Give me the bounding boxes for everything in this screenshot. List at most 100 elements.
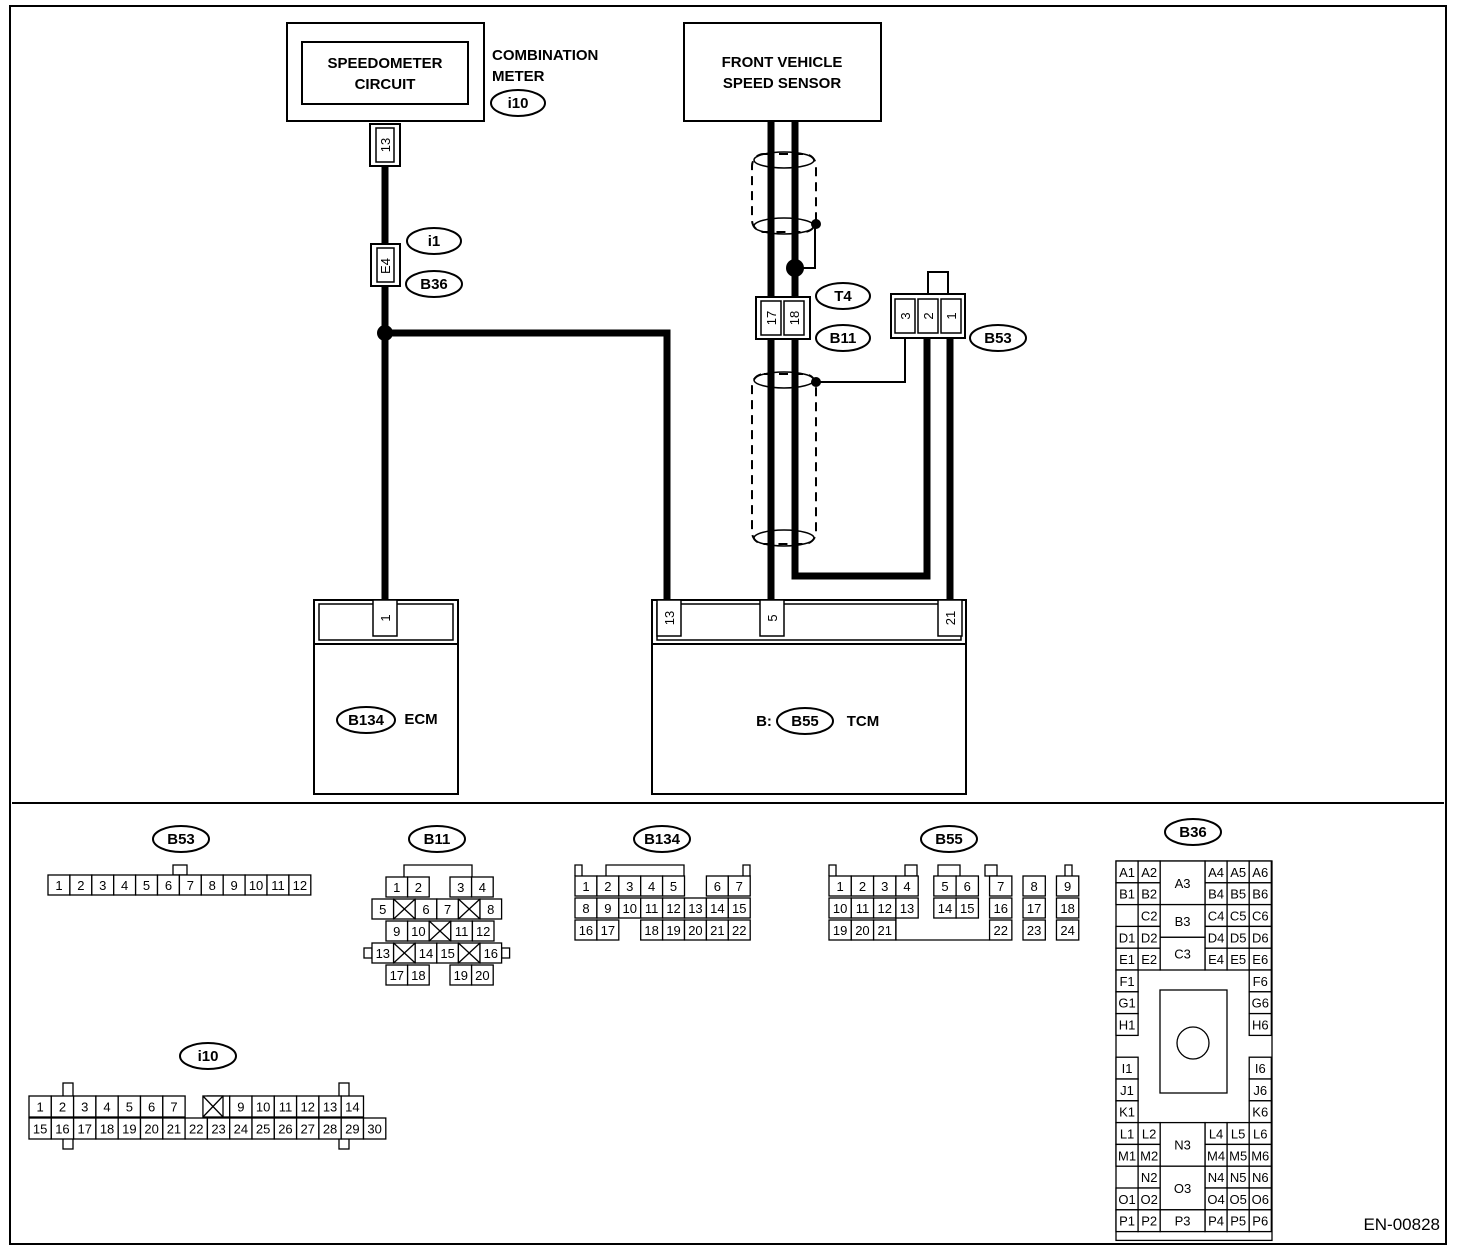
b134-pin-cell: 21 [705,919,729,941]
svg-text:12: 12 [293,878,307,893]
svg-text:15: 15 [440,946,454,961]
b36-pin-cell: M6 [1248,1143,1272,1167]
svg-text:E4: E4 [378,258,393,274]
svg-text:4: 4 [103,1100,110,1115]
connector-tag-i1: i1 [406,227,462,255]
svg-text:6: 6 [165,878,172,893]
b36-pin-cell: P5 [1226,1209,1250,1233]
svg-text:1: 1 [378,614,393,621]
svg-text:29: 29 [345,1122,359,1137]
svg-text:16: 16 [55,1122,69,1137]
b53-pin-cell: 10 [244,874,268,896]
svg-text:L6: L6 [1253,1127,1267,1142]
b36-pin-cell: G6 [1248,991,1272,1015]
i10-pin-cell: 1 [28,1095,52,1118]
connector-tag-b36: B36 [405,270,463,298]
b11-pin-cell: 8 [479,898,503,920]
svg-text:i1: i1 [428,233,441,250]
svg-text:E1: E1 [1119,952,1135,967]
svg-text:8: 8 [487,902,494,917]
svg-text:A6: A6 [1252,865,1268,880]
b134-pin-cell: 3 [618,875,642,897]
i10-pin-cell: 25 [251,1117,275,1140]
b11-pin-cell: 1 [385,876,409,898]
svg-text:D5: D5 [1230,930,1247,945]
svg-text:13: 13 [662,611,677,625]
svg-text:N6: N6 [1252,1170,1269,1185]
svg-text:3: 3 [99,878,106,893]
svg-text:G1: G1 [1118,996,1135,1011]
b55-pin-cell: 11 [850,897,875,919]
b36-pin-cell: L5 [1226,1121,1250,1146]
svg-text:A3: A3 [1175,876,1191,891]
svg-text:10: 10 [249,878,263,893]
b36-pin-cell: B4 [1204,882,1228,906]
svg-text:1: 1 [944,312,959,319]
svg-text:26: 26 [278,1122,292,1137]
b36-pin-cell: L4 [1204,1121,1228,1146]
b55-pin-cell: 8 [1022,875,1046,897]
b36-pin-cell: D1 [1115,925,1139,949]
b11-pin-cell: 18 [406,964,430,986]
svg-text:14: 14 [938,901,952,916]
i10-pin-cell: 11 [273,1095,298,1118]
b36-pin-cell: N2 [1137,1165,1161,1189]
svg-text:O2: O2 [1140,1192,1157,1207]
svg-text:6: 6 [714,879,721,894]
svg-text:L1: L1 [1120,1127,1134,1142]
connector-tag-i10: i10 [490,89,546,117]
b134-pin-cell: 18 [640,919,664,941]
splice-point [786,259,804,277]
speedometer-label-1: SPEEDOMETER [327,55,442,72]
svg-text:20: 20 [855,923,869,938]
svg-text:17: 17 [601,923,615,938]
svg-text:B5: B5 [1230,887,1246,902]
b36-pin-cell: A1 [1115,860,1139,884]
b11-pin-cell: 20 [470,964,494,986]
b36-pin-cell: P6 [1248,1209,1272,1233]
svg-text:17: 17 [1027,901,1041,916]
svg-text:J6: J6 [1253,1083,1267,1098]
b36-pin-cell: M5 [1226,1143,1250,1167]
i10-pin-cell: 26 [273,1117,298,1140]
svg-text:13: 13 [376,946,390,961]
svg-text:H1: H1 [1119,1018,1136,1033]
svg-text:9: 9 [604,901,611,916]
svg-text:i10: i10 [198,1048,219,1065]
b11-pin-cell: 7 [436,898,460,920]
b36-pin-cell: L2 [1137,1121,1161,1146]
svg-text:2: 2 [604,879,611,894]
tcm-connector-tag: B55 [791,713,819,730]
b134-pin-cell: 9 [596,897,620,919]
b36-pin-cell: I1 [1115,1056,1139,1080]
b134-pin-cell: 17 [596,919,620,941]
svg-text:2: 2 [859,879,866,894]
svg-text:22: 22 [993,923,1007,938]
svg-text:i10: i10 [508,95,529,112]
svg-text:K1: K1 [1119,1105,1135,1120]
diagram-frame [9,5,1447,1245]
b36-pin-cell: N6 [1248,1165,1272,1189]
b36-pin-cell: K1 [1115,1100,1139,1124]
b36-pin-cell: P4 [1204,1209,1228,1233]
svg-text:F6: F6 [1253,974,1268,989]
b53-pin-cell: 11 [266,874,290,896]
svg-text:T4: T4 [834,288,852,305]
b55-pin-cell: 18 [1055,897,1080,919]
svg-text:19: 19 [833,923,847,938]
i10-pin-cell: 2 [50,1095,75,1118]
svg-text:16: 16 [993,901,1007,916]
b55-pin-cell: 16 [988,897,1013,919]
meter-pin-13: 13 [369,123,401,167]
b36-pin-cell: A4 [1204,860,1228,884]
i10-pin-cell: 13 [318,1095,342,1118]
sensor-label-2: SPEED SENSOR [723,75,842,92]
b134-pin-cell: 7 [727,875,751,897]
b134-pin-cell: 2 [596,875,620,897]
svg-text:11: 11 [279,1100,293,1115]
b55-pin-cell: 9 [1055,875,1080,897]
face-tag-b55: B55 [920,825,978,853]
b36-pin-cell: C6 [1248,903,1272,928]
b11-pin-cell: 5 [371,898,395,920]
